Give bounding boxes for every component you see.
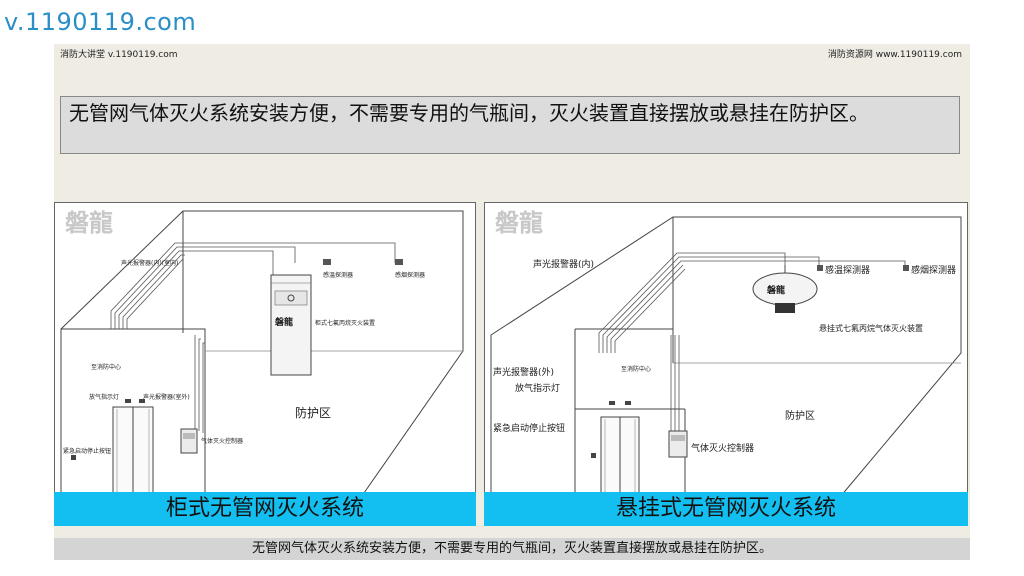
release-light-label: 放气指示灯	[89, 393, 119, 401]
alarm-inner-label: 声光报警器(内)	[533, 258, 594, 270]
controller-label: 气体灭火控制器	[691, 442, 754, 454]
fire-center-label: 至消防中心	[621, 365, 651, 373]
headline-box: 无管网气体灭火系统安装方便，不需要专用的气瓶间，灭火装置直接摆放或悬挂在防护区。	[60, 96, 960, 154]
hanging-system-diagram: 磐龍 磐龍	[484, 202, 968, 524]
smoke-detector-label: 感烟探测器	[911, 264, 956, 276]
controller-label: 气体灭火控制器	[201, 437, 243, 445]
release-light-label: 放气指示灯	[515, 382, 560, 394]
header-right-text: 消防资源网 www.1190119.com	[828, 47, 962, 60]
cabinet-caption: 柜式无管网灭火系统	[54, 492, 476, 526]
header-left-text: 消防大讲堂 v.1190119.com	[60, 47, 178, 60]
alarm-outer-label: 声光报警器(室外)	[143, 393, 190, 401]
hanging-caption: 悬挂式无管网灭火系统	[484, 492, 968, 526]
site-url[interactable]: v.1190119.com	[4, 8, 196, 36]
smoke-detector-label: 感烟探测器	[395, 271, 425, 279]
cabinet-device-label: 柜式七氟丙烷灭火装置	[315, 319, 375, 327]
alarm-outer-label: 声光报警器(外)	[493, 366, 554, 378]
cabinet-system-diagram: 磐龍	[54, 202, 476, 524]
cabinet-brand-text: 磐龍	[274, 316, 293, 328]
emergency-button-label: 紧急启动停止按钮	[63, 447, 111, 455]
zone-label: 防护区	[785, 409, 815, 422]
zone-label: 防护区	[295, 405, 331, 420]
hanging-diagram-svg: 磐龍 磐龍	[485, 203, 969, 525]
fire-center-label: 至消防中心	[91, 363, 121, 371]
footer-text: 无管网气体灭火系统安装方便，不需要专用的气瓶间，灭火装置直接摆放或悬挂在防护区。	[54, 538, 970, 560]
heat-detector-label: 感温探测器	[323, 271, 353, 279]
hanging-device-label: 悬挂式七氟丙烷气体灭火装置	[819, 323, 923, 333]
hanging-brand-text: 磐龍	[766, 284, 785, 296]
cabinet-diagram-svg: 磐龍	[55, 203, 477, 525]
heat-detector-label: 感温探测器	[825, 264, 870, 276]
alarm-inner-label: 声光报警器(内)(室内)	[121, 259, 178, 267]
watermark-text: 磐龍	[495, 208, 543, 237]
watermark-text: 磐龍	[65, 208, 113, 237]
emergency-button-label: 紧急启动停止按钮	[493, 422, 565, 434]
slide: 消防大讲堂 v.1190119.com 消防资源网 www.1190119.co…	[54, 44, 970, 560]
